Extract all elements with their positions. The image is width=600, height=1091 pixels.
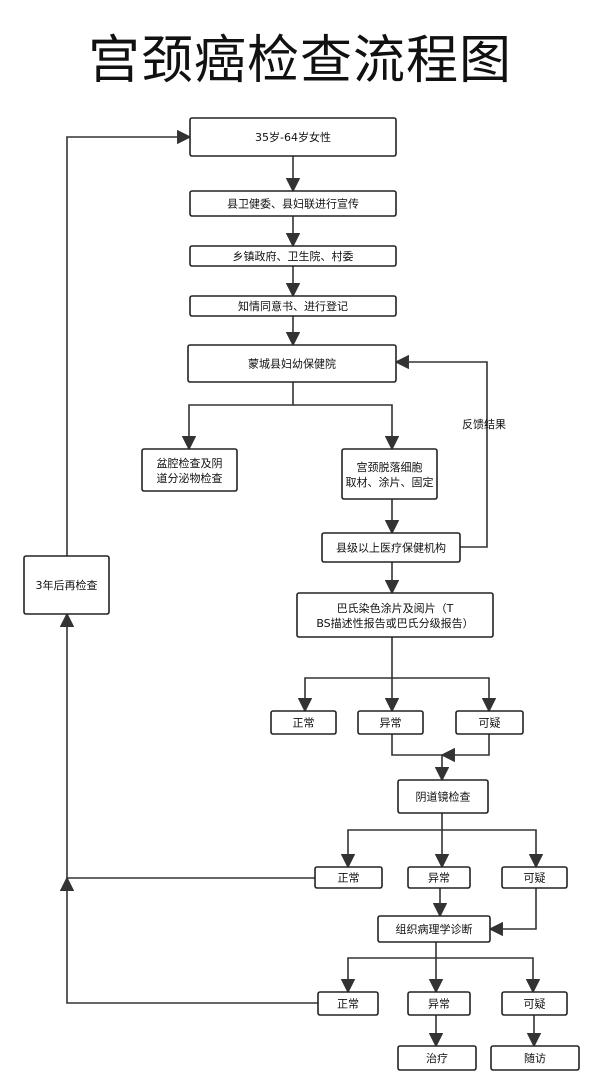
edge-mch-to-sampling	[293, 404, 400, 451]
node-label: 治疗	[426, 1051, 448, 1065]
node-label: 宫颈脱落细胞取材、涂片、固定	[346, 460, 434, 489]
node-recheck: 3年后再检查	[23, 555, 110, 615]
edge-county-to-mch	[394, 354, 488, 548]
node-pap-normal: 正常	[270, 710, 337, 735]
node-box	[377, 915, 491, 943]
node-box	[189, 245, 397, 267]
node-mch: 蒙城县妇幼保健院	[187, 344, 397, 383]
edge-label-county-to-mch: 反馈结果	[462, 418, 506, 431]
node-box	[501, 991, 568, 1016]
node-box	[407, 866, 471, 889]
node-label: 异常	[428, 872, 450, 885]
node-path-suspect: 可疑	[501, 991, 568, 1016]
node-path-abnormal: 异常	[407, 991, 471, 1016]
edge-pap-to-pap_normal	[297, 637, 393, 713]
node-box	[296, 592, 494, 638]
edge-pap_abnormal-to-colpo	[391, 734, 450, 782]
edge-colpo_normal-to-recheck	[59, 612, 315, 879]
node-colpo: 阴道镜检查	[397, 779, 489, 814]
node-pelvic: 盆腔检查及阴道分泌物检查	[141, 448, 238, 492]
edge-colpo-to-colpo_suspect	[442, 829, 544, 869]
node-box	[314, 866, 383, 889]
node-box	[490, 1045, 580, 1071]
edge-colpo-to-colpo_normal	[340, 813, 443, 869]
node-colpo-abnormal: 异常	[407, 866, 471, 889]
node-box	[407, 991, 471, 1016]
node-label: 盆腔检查及阴道分泌物检查	[157, 456, 223, 485]
edge-pathology-to-path_normal	[340, 942, 437, 994]
node-label: 组织病理学诊断	[396, 922, 473, 936]
node-label: 阴道镜检查	[416, 790, 471, 804]
node-label: 可疑	[524, 998, 546, 1011]
node-followup: 随访	[490, 1045, 580, 1071]
node-box	[23, 555, 110, 615]
node-label: 异常	[380, 717, 402, 730]
edge-colpo_suspect-to-pathology	[488, 888, 537, 937]
edge-pap-to-pap_suspect	[392, 677, 497, 713]
node-box	[397, 779, 489, 814]
node-label: 3年后再检查	[36, 578, 98, 592]
node-label: 正常	[338, 872, 360, 885]
node-label: 县卫健委、县妇联进行宣传	[227, 197, 359, 211]
node-box	[397, 1045, 477, 1071]
node-pathology: 组织病理学诊断	[377, 915, 491, 943]
node-box	[270, 710, 337, 735]
node-label: 可疑	[479, 717, 501, 730]
node-box	[187, 344, 397, 383]
node-box	[321, 532, 461, 563]
node-label: 异常	[428, 998, 450, 1011]
edge-path_normal-to-recheck	[59, 876, 318, 1004]
node-box	[317, 991, 379, 1016]
node-pap-abnormal: 异常	[357, 710, 424, 735]
node-label: 县级以上医疗保健机构	[336, 541, 446, 555]
node-box	[455, 710, 524, 735]
node-pap-suspect: 可疑	[455, 710, 524, 735]
node-label: 蒙城县妇幼保健院	[248, 357, 336, 371]
node-label: 随访	[524, 1051, 546, 1065]
node-label: 知情同意书、进行登记	[238, 299, 348, 313]
node-women: 35岁-64岁女性	[189, 117, 397, 157]
node-box	[357, 710, 424, 735]
node-label: 乡镇政府、卫生院、村委	[233, 249, 354, 263]
node-township: 乡镇政府、卫生院、村委	[189, 245, 397, 267]
node-box	[341, 448, 438, 500]
node-label: 可疑	[524, 872, 546, 885]
node-sampling: 宫颈脱落细胞取材、涂片、固定	[341, 448, 438, 500]
node-treatment: 治疗	[397, 1045, 477, 1071]
edge-recheck-to-women	[66, 129, 192, 556]
edge-pap_suspect-to-colpo	[440, 734, 490, 763]
node-label: 35岁-64岁女性	[255, 130, 331, 144]
node-box	[501, 866, 568, 889]
node-box	[141, 448, 238, 492]
node-county: 县级以上医疗保健机构	[321, 532, 461, 563]
edge-mch-to-pelvic	[181, 382, 294, 451]
diagram-title: 宫颈癌检查流程图	[87, 31, 512, 91]
node-box	[189, 295, 397, 317]
node-consent: 知情同意书、进行登记	[189, 295, 397, 317]
node-colpo-suspect: 可疑	[501, 866, 568, 889]
node-publicity: 县卫健委、县妇联进行宣传	[189, 190, 397, 217]
node-label: 正常	[337, 998, 359, 1011]
node-box	[189, 117, 397, 157]
node-box	[189, 190, 397, 217]
node-colpo-normal: 正常	[314, 866, 383, 889]
node-label: 正常	[293, 717, 315, 730]
node-path-normal: 正常	[317, 991, 379, 1016]
edge-pathology-to-path_suspect	[436, 957, 541, 994]
